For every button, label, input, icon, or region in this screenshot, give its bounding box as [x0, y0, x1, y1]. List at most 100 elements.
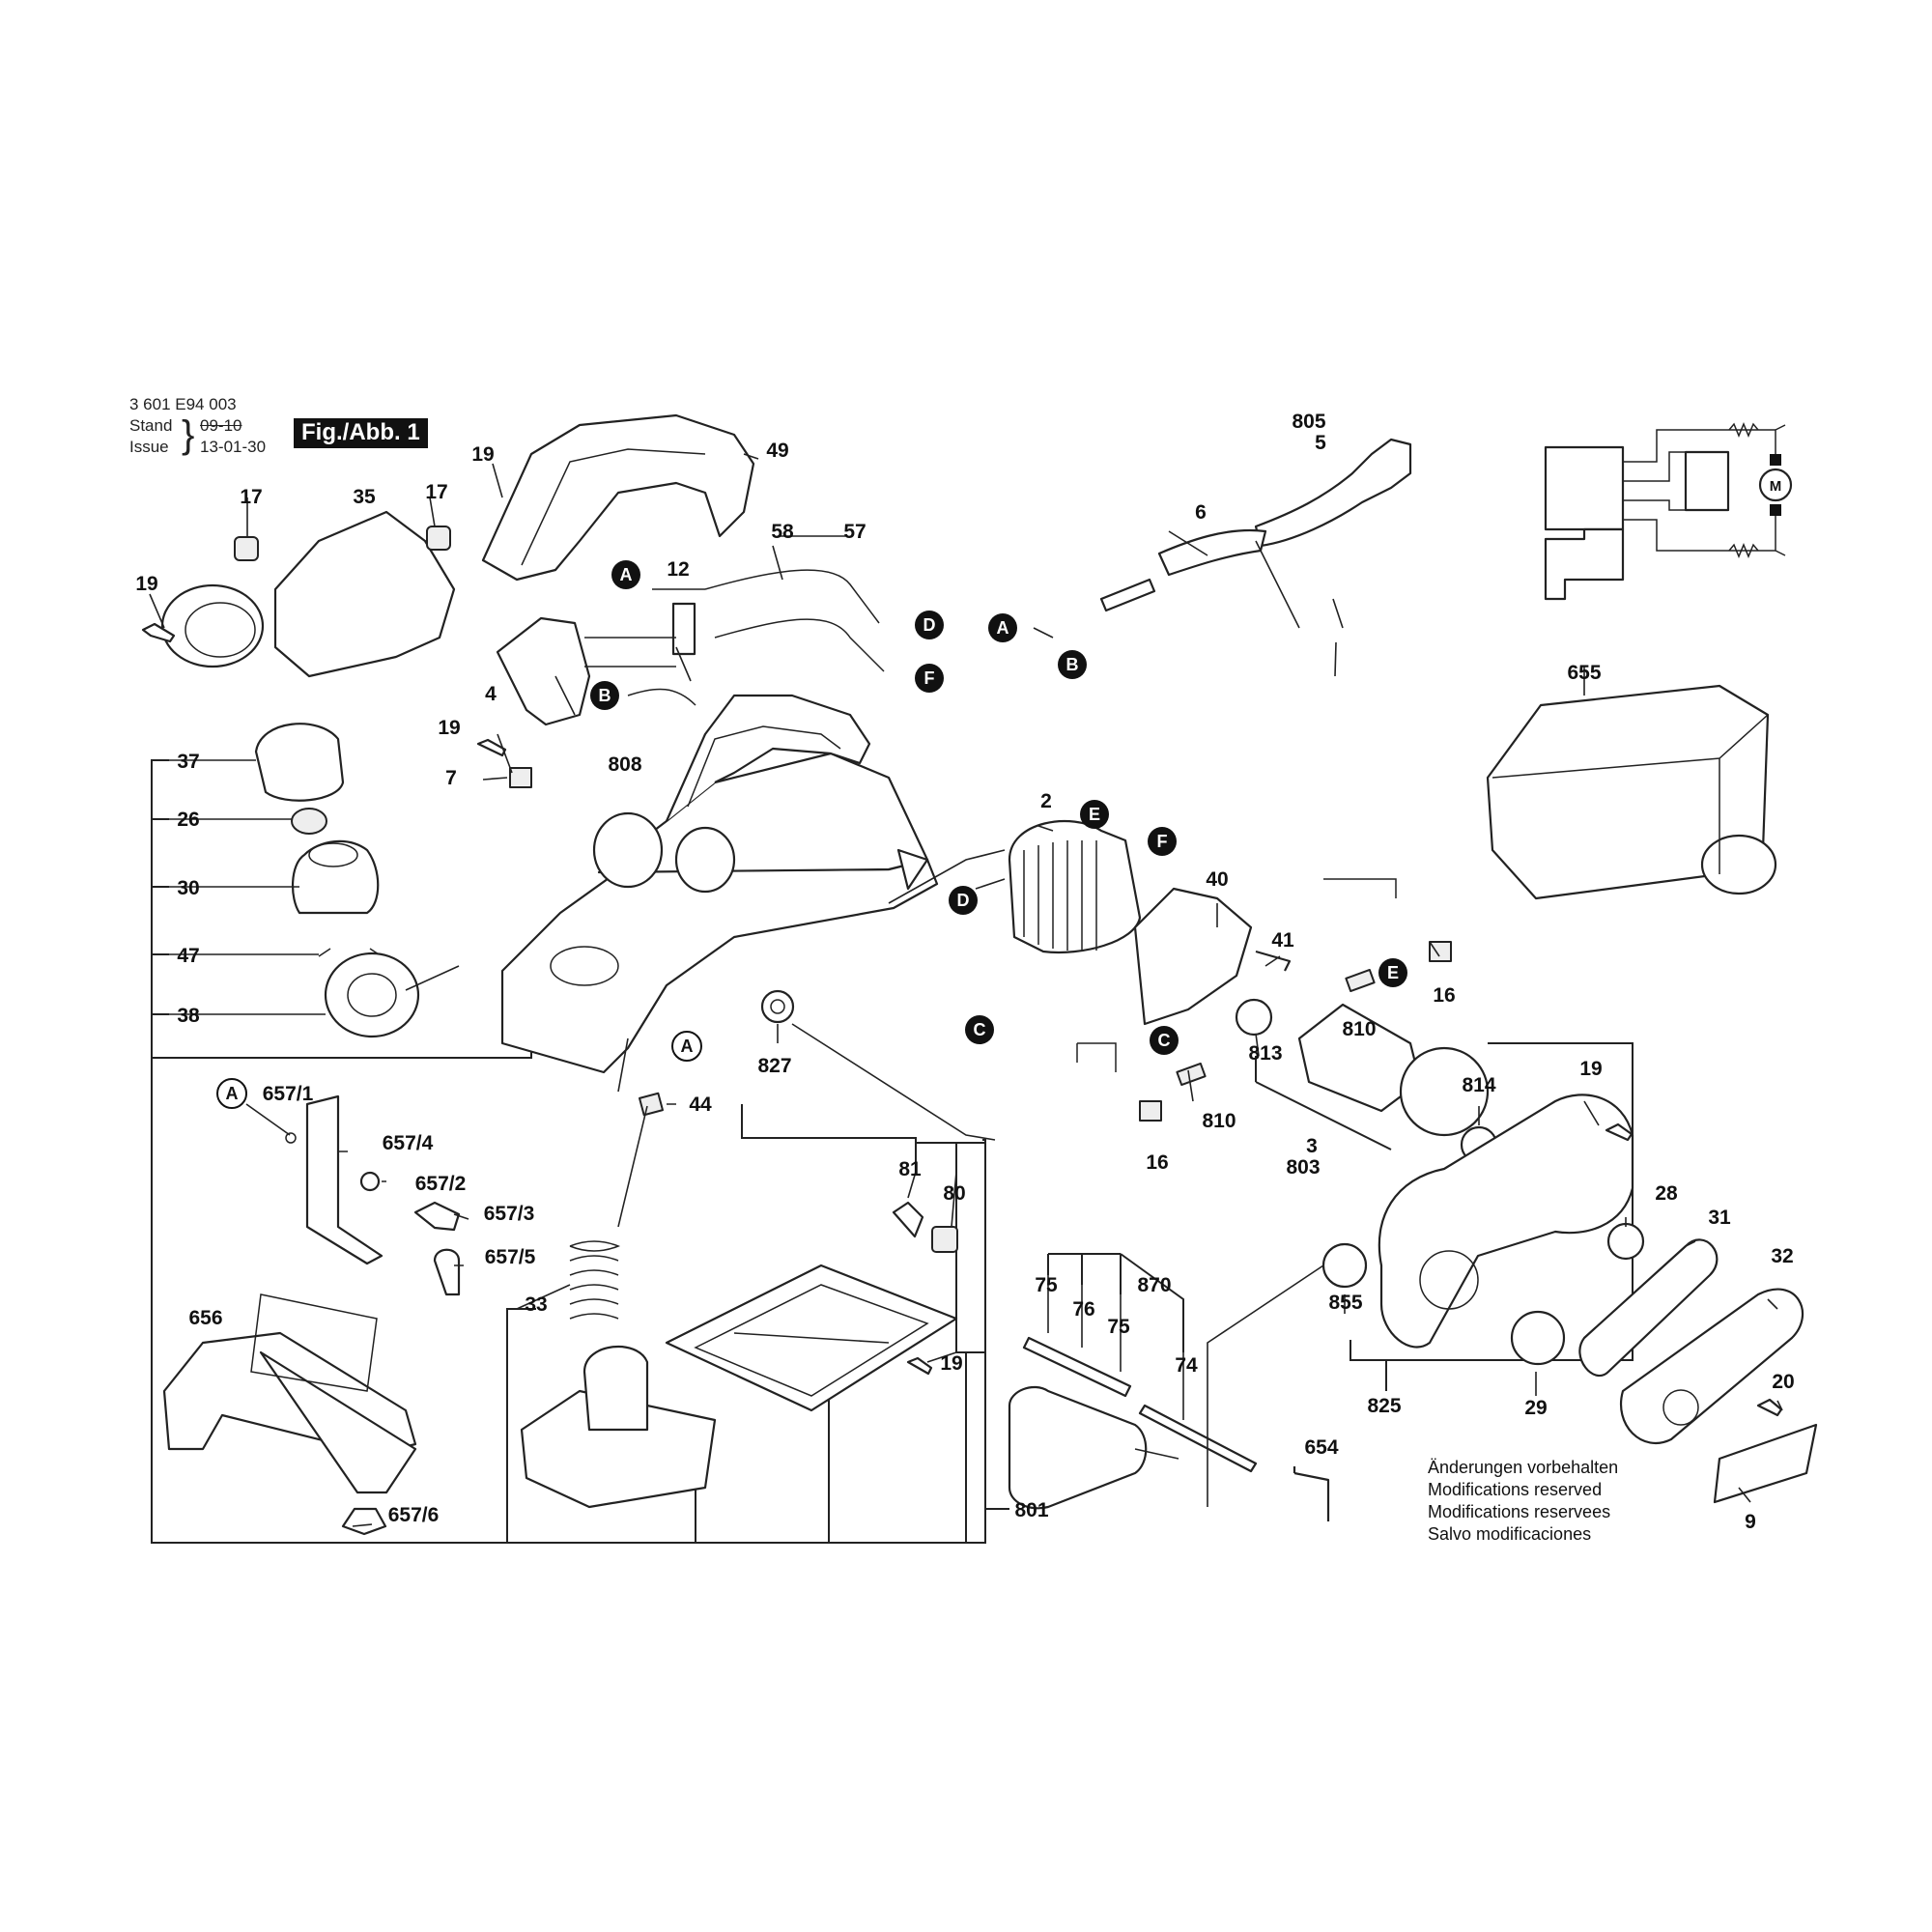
ref-marker-a-2: A	[988, 613, 1017, 642]
rear-cover-49	[481, 413, 755, 582]
belt-cover-32	[1620, 1288, 1804, 1445]
label-part-19-b: 19	[135, 573, 157, 595]
part-808	[627, 688, 696, 706]
label-part-19-e: 19	[940, 1352, 962, 1375]
label-part-76: 76	[1072, 1298, 1094, 1321]
label-part-805: 805	[1292, 411, 1325, 433]
label-part-655: 655	[1567, 662, 1601, 684]
label-part-35: 35	[353, 486, 376, 508]
switch-assembly-4	[496, 616, 591, 726]
label-part-44: 44	[689, 1094, 712, 1116]
housing-body	[500, 858, 939, 1074]
schematic-control-block	[1684, 450, 1730, 512]
label-part-19-a: 19	[471, 443, 494, 466]
label-9	[1713, 1423, 1818, 1504]
label-part-28: 28	[1655, 1182, 1678, 1205]
ref-marker-b-1: B	[590, 681, 619, 710]
svg-text:C: C	[974, 1020, 986, 1039]
schematic-resistor-top	[1728, 422, 1759, 438]
svg-text:F: F	[1157, 832, 1168, 851]
belt-cover-825	[1378, 1094, 1634, 1349]
label-part-2: 2	[1040, 790, 1052, 812]
label-part-31: 31	[1708, 1207, 1731, 1229]
housing-handle	[665, 694, 871, 822]
bracket-657-4	[305, 1094, 384, 1265]
label-part-7: 7	[445, 767, 457, 789]
schematic-motor-symbol: M	[1770, 478, 1782, 495]
scale-ring-38-inner	[347, 973, 397, 1017]
blade-74	[1138, 1404, 1258, 1473]
label-part-19-c: 19	[438, 717, 460, 739]
spring-e	[1323, 878, 1397, 898]
brush-810-lower	[1176, 1062, 1207, 1087]
label-part-16-a: 16	[1433, 984, 1455, 1007]
modification-notes: Änderungen vorbehalten Modifications res…	[1428, 1457, 1618, 1546]
label-part-4: 4	[485, 683, 497, 705]
svg-text:A: A	[997, 618, 1009, 638]
spring-33	[569, 1240, 621, 1320]
holder-16-lower	[1139, 1100, 1162, 1122]
cable-58	[704, 569, 880, 624]
schematic-resistor-bottom	[1728, 543, 1759, 558]
knob-37	[254, 723, 345, 802]
schematic-wires	[1623, 429, 1776, 552]
label-part-657-5: 657/5	[485, 1246, 536, 1268]
label-part-654: 654	[1304, 1436, 1338, 1459]
brace-glyph: }	[182, 413, 195, 456]
label-part-5: 5	[1315, 432, 1326, 454]
screw-19-mid	[476, 738, 507, 757]
ref-marker-f-2: F	[1148, 827, 1177, 856]
reference-markers: A B D F A B E F D C E C A A	[216, 560, 1407, 1109]
svg-text:B: B	[1066, 655, 1079, 674]
label-part-657-6: 657/6	[388, 1504, 440, 1526]
pulley-28	[1606, 1222, 1645, 1261]
label-part-75-b: 75	[1107, 1316, 1130, 1338]
label-part-810-a: 810	[1342, 1018, 1376, 1040]
label-part-32: 32	[1771, 1245, 1793, 1267]
planer-housing	[500, 694, 939, 1074]
blade-76	[1022, 1336, 1132, 1398]
ref-marker-d-1: D	[915, 611, 944, 639]
handle-inner	[687, 725, 841, 808]
schematic-motor-leads	[1775, 424, 1786, 556]
label-part-16-b: 16	[1146, 1151, 1168, 1174]
schematic-switch-block	[1544, 445, 1625, 531]
adjuster-30-top	[308, 842, 358, 867]
figure-badge: Fig./Abb. 1	[294, 418, 428, 448]
label-part-26: 26	[177, 809, 199, 831]
screw-19-base	[906, 1356, 933, 1376]
base-plate-ribs	[694, 1284, 929, 1397]
note-es: Salvo modificaciones	[1428, 1524, 1592, 1544]
assembly-frame-801	[506, 1308, 1009, 1543]
svg-text:B: B	[599, 686, 611, 705]
assembly-frame-adjuster	[152, 759, 169, 1015]
belt-cover-hub	[1419, 1250, 1479, 1310]
label-part-41: 41	[1271, 929, 1294, 952]
cable-sleeve-6	[1157, 529, 1267, 577]
part-labels: 805 5 6 19 49 17 35 17 58 57 12 19 4 19 …	[135, 411, 1794, 1533]
field-coil-2	[1008, 819, 1142, 953]
screw-17-left	[234, 536, 259, 561]
ref-marker-d-2: D	[949, 886, 978, 915]
chip-cover-outlet-inner	[185, 602, 256, 658]
spring-c	[1076, 1042, 1117, 1072]
label-part-657-3: 657/3	[484, 1203, 535, 1225]
screw-657-5	[433, 1248, 461, 1296]
svg-text:A: A	[681, 1037, 694, 1056]
armature-fan	[1399, 1046, 1490, 1137]
fan-guard-40	[1133, 887, 1253, 1026]
housing-rear-tab	[896, 848, 929, 891]
ref-marker-e-2: E	[1378, 958, 1407, 987]
chip-cover-outlet	[160, 583, 265, 668]
front-shoe	[520, 1389, 717, 1509]
housing-knob-seat	[550, 946, 619, 986]
dust-bag-edges	[1492, 714, 1769, 874]
washer-657-2	[359, 1171, 381, 1192]
label-part-33: 33	[525, 1293, 547, 1316]
nut-44	[639, 1092, 664, 1117]
ref-marker-f-1: F	[915, 664, 944, 693]
bearing-813	[1235, 998, 1273, 1037]
label-part-801: 801	[1014, 1499, 1048, 1521]
stand-label: Stand	[129, 416, 173, 435]
shoe-post	[582, 1345, 649, 1432]
